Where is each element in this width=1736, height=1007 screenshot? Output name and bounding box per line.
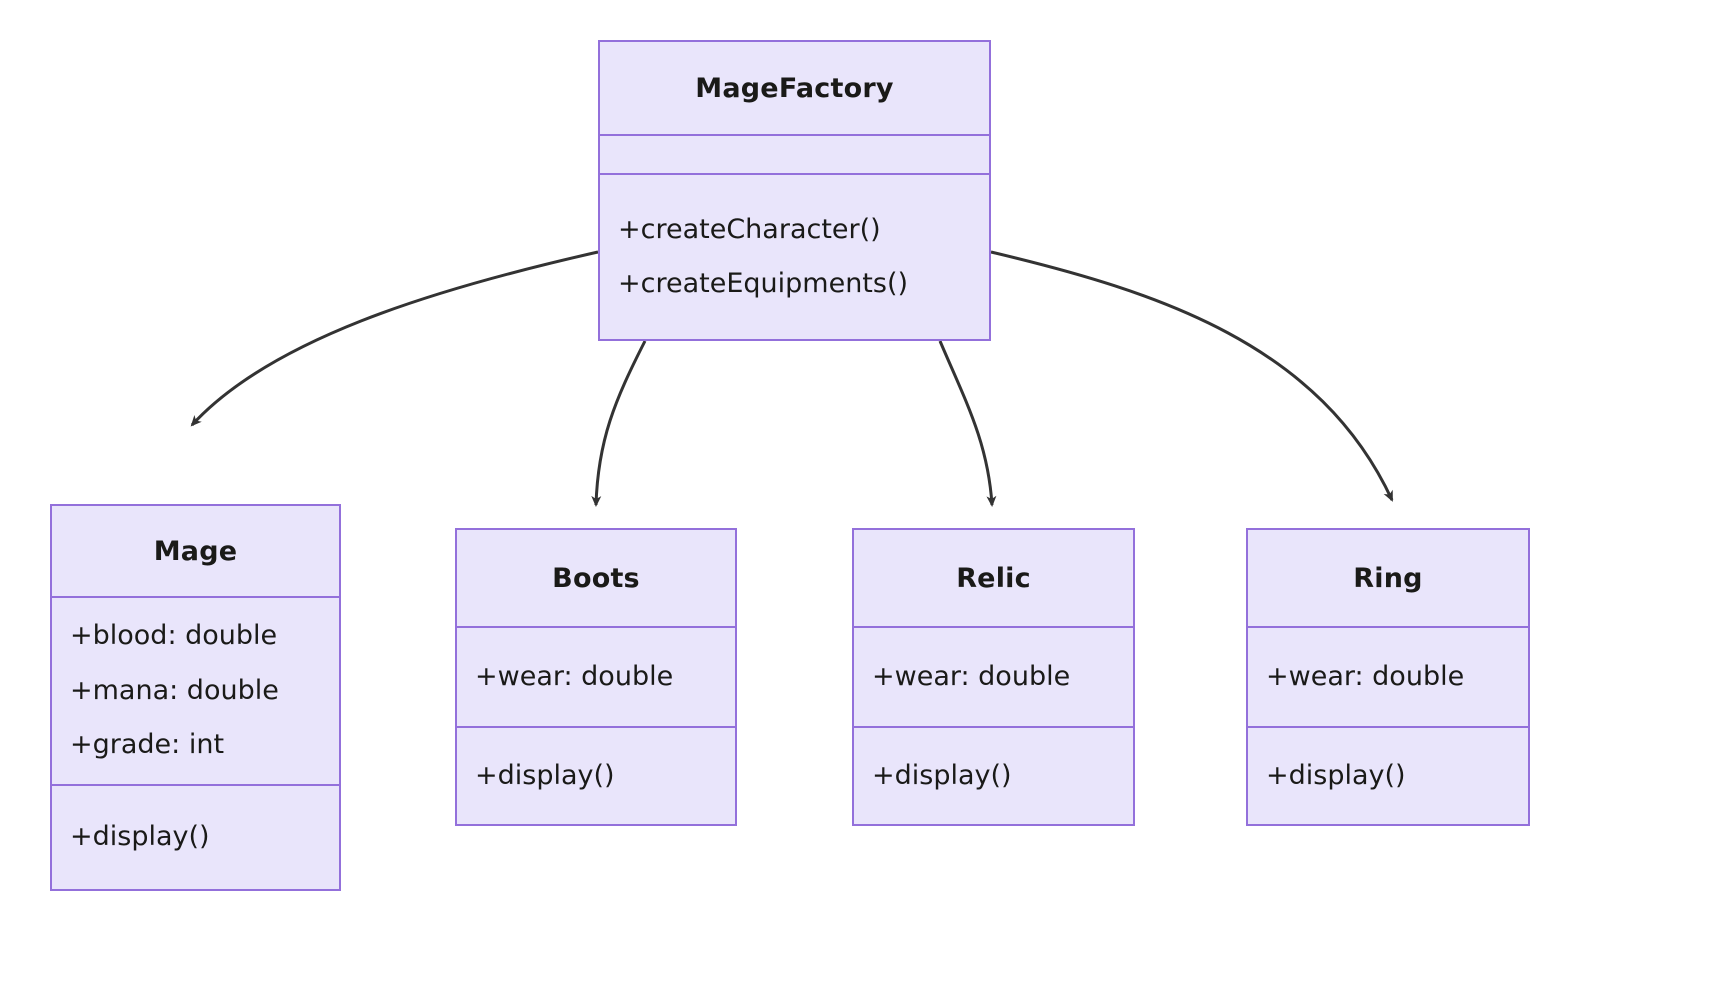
class-operations-relic: +display() [854,726,1133,824]
edge-magefactory-relic [938,340,997,507]
class-title-ring: Ring [1353,562,1423,594]
class-node-relic[interactable]: Relic +wear: double +display() [852,528,1135,826]
class-title-mage: Mage [153,535,238,567]
edge-magefactory-mage [190,250,599,427]
class-attributes-relic: +wear: double [854,626,1133,726]
class-operation: +display() [1266,759,1406,791]
class-title-magefactory: MageFactory [695,72,894,104]
class-attributes-boots: +wear: double [457,626,735,726]
class-operation: +createEquipments() [618,268,909,299]
class-node-ring[interactable]: Ring +wear: double +display() [1246,528,1530,826]
class-attribute: +wear: double [872,660,1071,692]
class-operation: +createCharacter() [618,213,881,245]
class-attributes-ring: +wear: double [1248,626,1528,726]
edge-magefactory-ring [990,250,1394,502]
class-node-boots[interactable]: Boots +wear: double +display() [455,528,737,826]
class-node-magefactory[interactable]: MageFactory +createCharacter() +createEq… [598,40,991,341]
class-attribute: +grade: int [70,729,225,761]
class-attribute: +blood: double [70,620,278,652]
class-operation: +display() [475,759,615,791]
class-attribute: +wear: double [475,660,674,692]
class-operations-ring: +display() [1248,726,1528,824]
edge-magefactory-boots [591,340,647,507]
class-operation: +display() [872,759,1012,791]
class-node-mage[interactable]: Mage +blood: double +mana: double +grade… [50,504,341,891]
class-attribute: +mana: double [70,674,279,706]
class-title-relic: Relic [956,562,1031,594]
class-operation: +display() [70,821,210,853]
class-operations-boots: +display() [457,726,735,824]
class-attributes-magefactory [600,134,989,173]
class-attribute: +wear: double [1266,660,1465,692]
class-operations-mage: +display() [52,784,339,889]
class-operations-magefactory: +createCharacter() +createEquipments() [600,173,989,339]
class-attributes-mage: +blood: double +mana: double +grade: int [52,596,339,784]
class-title-boots: Boots [552,562,640,594]
